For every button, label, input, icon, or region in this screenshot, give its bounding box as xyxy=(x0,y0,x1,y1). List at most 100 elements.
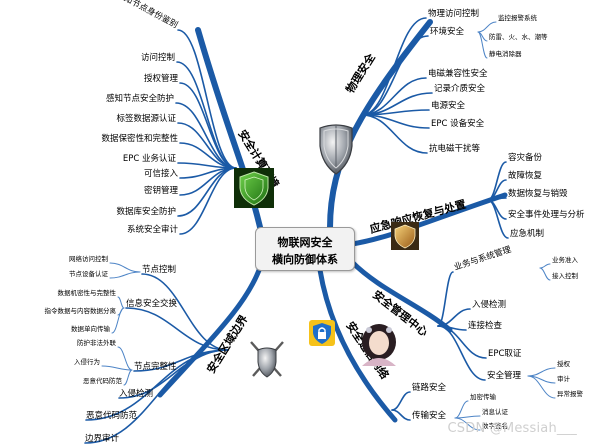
physical-env-sub-0: 监控报警系统 xyxy=(498,13,538,22)
boundary-integ-sub-branch-1 xyxy=(101,365,133,371)
management-branch-4 xyxy=(437,325,486,381)
branch-title-physical: 物理安全 xyxy=(343,50,379,96)
compute-item-6: EPC 业务认证 xyxy=(123,153,177,164)
management-sec-sub-2: 异常报警 xyxy=(557,389,584,398)
person-avatar-icon xyxy=(362,324,396,366)
physical-item-4: 电源安全 xyxy=(431,100,466,111)
management-item-4: 安全管理 xyxy=(487,370,522,381)
management-biz-sub-1: 接入控制 xyxy=(552,271,579,280)
management-sec-sub-branch-0 xyxy=(527,367,556,377)
physical-item-0: 物理访问控制 xyxy=(428,8,479,19)
center-title-line1: 物联网安全 xyxy=(277,236,333,249)
boundary-integ-sub-2: 恶意代码防范 xyxy=(83,376,123,385)
compute-item-9: 数据库安全防护 xyxy=(116,206,176,217)
boundary-item-2: 节点完整性 xyxy=(134,361,177,372)
physical-env-sub-1: 防雷、火、水、潮等 xyxy=(489,32,548,41)
comm-trans-sub-branch-2 xyxy=(454,417,481,431)
trunk-physical xyxy=(327,19,433,231)
trunk-boundary xyxy=(157,259,265,398)
boundary-branch-1 xyxy=(125,307,229,351)
management-biz-sub-branch-0 xyxy=(539,263,551,269)
boundary-integ-sub-branch-2 xyxy=(123,369,133,386)
comm-trans-sub-0: 加密传输 xyxy=(470,392,497,401)
compute-item-4: 标签数据源认证 xyxy=(116,113,176,124)
boundary-info-sub-1: 指令数据与内容数据分离 xyxy=(45,306,117,315)
compute-item-5: 数据保密性和完整性 xyxy=(101,133,178,144)
boundary-item-1: 信息安全交换 xyxy=(126,298,178,309)
boundary-item-3: 入侵检测 xyxy=(119,388,153,399)
boundary-node-sub-0: 网络访问控制 xyxy=(69,254,109,263)
boundary-info-sub-branch-0 xyxy=(117,296,125,309)
compute-item-10: 系统安全审计 xyxy=(127,224,179,235)
physical-env-sub-2: 静电消除器 xyxy=(489,49,522,58)
crossed-swords-shield-icon xyxy=(250,341,284,378)
boundary-item-5: 边界审计 xyxy=(85,433,120,444)
recovery-item-0: 容灾备份 xyxy=(508,152,543,163)
comm-trans-sub-branch-0 xyxy=(454,400,469,419)
management-sec-sub-1: 审计 xyxy=(557,374,571,383)
boundary-node-sub-branch-1 xyxy=(109,271,141,279)
management-item-0: 业务与系统管理 xyxy=(453,244,513,273)
lock-icon xyxy=(309,320,335,346)
boundary-info-sub-branch-2 xyxy=(111,307,125,334)
physical-item-5: EPC 设备安全 xyxy=(431,118,485,129)
management-branch-0 xyxy=(437,271,454,327)
recovery-item-1: 故障恢复 xyxy=(508,170,543,181)
trunk-compute xyxy=(195,27,265,239)
comm-item-0: 链路安全 xyxy=(412,382,447,393)
boundary-branch-0 xyxy=(141,273,229,351)
green-shield-icon xyxy=(234,168,274,208)
center-title-line2: 横向防御体系 xyxy=(272,253,338,266)
watermark: CSDN @Messiah___ xyxy=(447,421,577,436)
comm-item-1: 传输安全 xyxy=(412,410,447,421)
compute-branch-0 xyxy=(177,29,237,169)
physical-branch-1 xyxy=(361,35,429,116)
physical-branch-6 xyxy=(361,114,428,154)
boundary-branch-4 xyxy=(85,349,229,421)
boundary-item-4: 恶意代码防范 xyxy=(86,410,138,421)
comm-branch-0 xyxy=(391,391,411,411)
boundary-node-sub-1: 节点设备认证 xyxy=(69,269,109,278)
management-sec-sub-branch-2 xyxy=(527,375,556,399)
management-biz-sub-branch-1 xyxy=(539,267,551,281)
compute-branch-9 xyxy=(177,167,237,217)
compute-item-1: 访问控制 xyxy=(141,52,175,63)
shield-icon xyxy=(319,124,353,175)
boundary-node-sub-branch-0 xyxy=(109,262,141,273)
boundary-integ-sub-1: 入侵行为 xyxy=(74,357,100,366)
boundary-info-sub-0: 数据机密性与完整性 xyxy=(58,288,117,297)
comm-trans-sub-2: 数字签名 xyxy=(482,421,508,430)
boundary-integ-sub-branch-0 xyxy=(117,346,133,371)
boundary-branch-5 xyxy=(84,349,229,444)
compute-branch-2 xyxy=(179,82,237,169)
physical-item-3: 记录介质安全 xyxy=(434,83,486,94)
compute-item-0: 感知节点身份鉴别 xyxy=(115,0,180,31)
physical-branch-0 xyxy=(361,17,427,116)
recovery-branch-4 xyxy=(487,199,509,239)
physical-item-6: 抗电磁干扰等 xyxy=(429,143,481,154)
physical-env-sub-branch-2 xyxy=(477,31,488,59)
boundary-info-sub-2: 数据单向传输 xyxy=(71,324,111,333)
recovery-item-4: 应急机制 xyxy=(510,228,544,239)
comm-branch-1 xyxy=(391,409,411,421)
compute-item-3: 感知节点安全防护 xyxy=(106,93,174,104)
compute-item-7: 可信接入 xyxy=(144,168,179,179)
physical-item-1: 环境安全 xyxy=(430,26,465,37)
boundary-integ-sub-0: 防护非法外联 xyxy=(77,338,117,347)
management-item-2: 连接检查 xyxy=(468,320,503,331)
gold-shield-icon xyxy=(391,222,419,250)
compute-branch-10 xyxy=(179,167,237,235)
physical-env-sub-branch-0 xyxy=(477,21,497,33)
management-biz-sub-0: 业务准入 xyxy=(552,255,579,264)
recovery-item-2: 数据恢复与销毁 xyxy=(508,188,568,199)
management-sec-sub-0: 授权 xyxy=(557,359,571,368)
compute-item-2: 授权管理 xyxy=(144,73,179,84)
boundary-item-0: 节点控制 xyxy=(142,264,176,275)
center-node: 物联网安全 横向防御体系 xyxy=(255,227,355,271)
trunk-management xyxy=(349,259,453,333)
comm-trans-sub-branch-1 xyxy=(454,415,481,419)
physical-item-2: 电磁兼容性安全 xyxy=(428,68,488,79)
compute-item-8: 密钥管理 xyxy=(144,185,179,196)
recovery-item-3: 安全事件处理与分析 xyxy=(508,209,585,220)
